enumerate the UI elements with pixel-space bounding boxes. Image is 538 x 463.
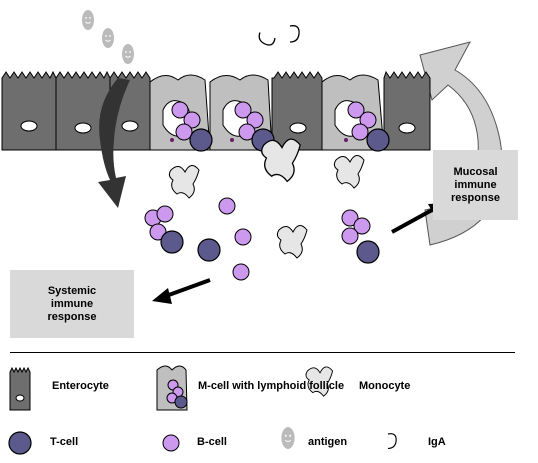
b-cell <box>232 263 250 281</box>
enterocyte <box>383 70 431 151</box>
enterocyte <box>1 70 57 151</box>
enterocyte <box>271 71 323 151</box>
b-cell <box>341 227 359 245</box>
legend-tcell-label: T-cell <box>50 436 79 448</box>
legend-bcell-label: B-cell <box>197 436 227 448</box>
b-cell <box>218 197 236 215</box>
monocyte <box>333 154 365 189</box>
iga <box>289 25 300 43</box>
legend-iga-icon <box>387 433 397 449</box>
antigen <box>121 43 135 65</box>
legend-divider <box>10 352 515 353</box>
monocyte <box>276 224 308 259</box>
b-cell <box>234 228 252 246</box>
legend-monocyte-label: Monocyte <box>359 380 411 392</box>
legend-mcell-icon <box>156 365 188 411</box>
arrow-to-systemic <box>152 278 211 304</box>
antigen <box>81 9 95 31</box>
legend-enterocyte-icon <box>9 366 31 411</box>
t-cell <box>160 230 184 254</box>
monocyte <box>168 164 200 199</box>
legend-iga-label: IgA <box>428 436 446 448</box>
legend-antigen-label: antigen <box>308 436 348 448</box>
b-cell <box>156 205 174 223</box>
legend-enterocyte-label: Enterocyte <box>52 380 109 392</box>
mucosal-response-label: Mucosal immune response <box>451 165 500 204</box>
legend-mcell-label: M-cell with lymphoid follicle <box>198 380 345 392</box>
mucosal-response-box: Mucosal immune response <box>433 150 518 220</box>
legend-antigen-icon <box>280 426 296 450</box>
monocyte <box>261 138 301 183</box>
iga <box>258 32 276 46</box>
antigen <box>101 27 115 49</box>
legend-tcell-icon <box>8 431 32 455</box>
transcytosis-arrow <box>98 78 130 208</box>
t-cell <box>197 238 221 262</box>
systemic-response-label: Systemic immune response <box>47 284 97 323</box>
legend-bcell-icon <box>162 434 180 452</box>
epithelium <box>1 70 431 151</box>
t-cell <box>356 240 380 264</box>
systemic-response-box: Systemic immune response <box>10 270 134 338</box>
